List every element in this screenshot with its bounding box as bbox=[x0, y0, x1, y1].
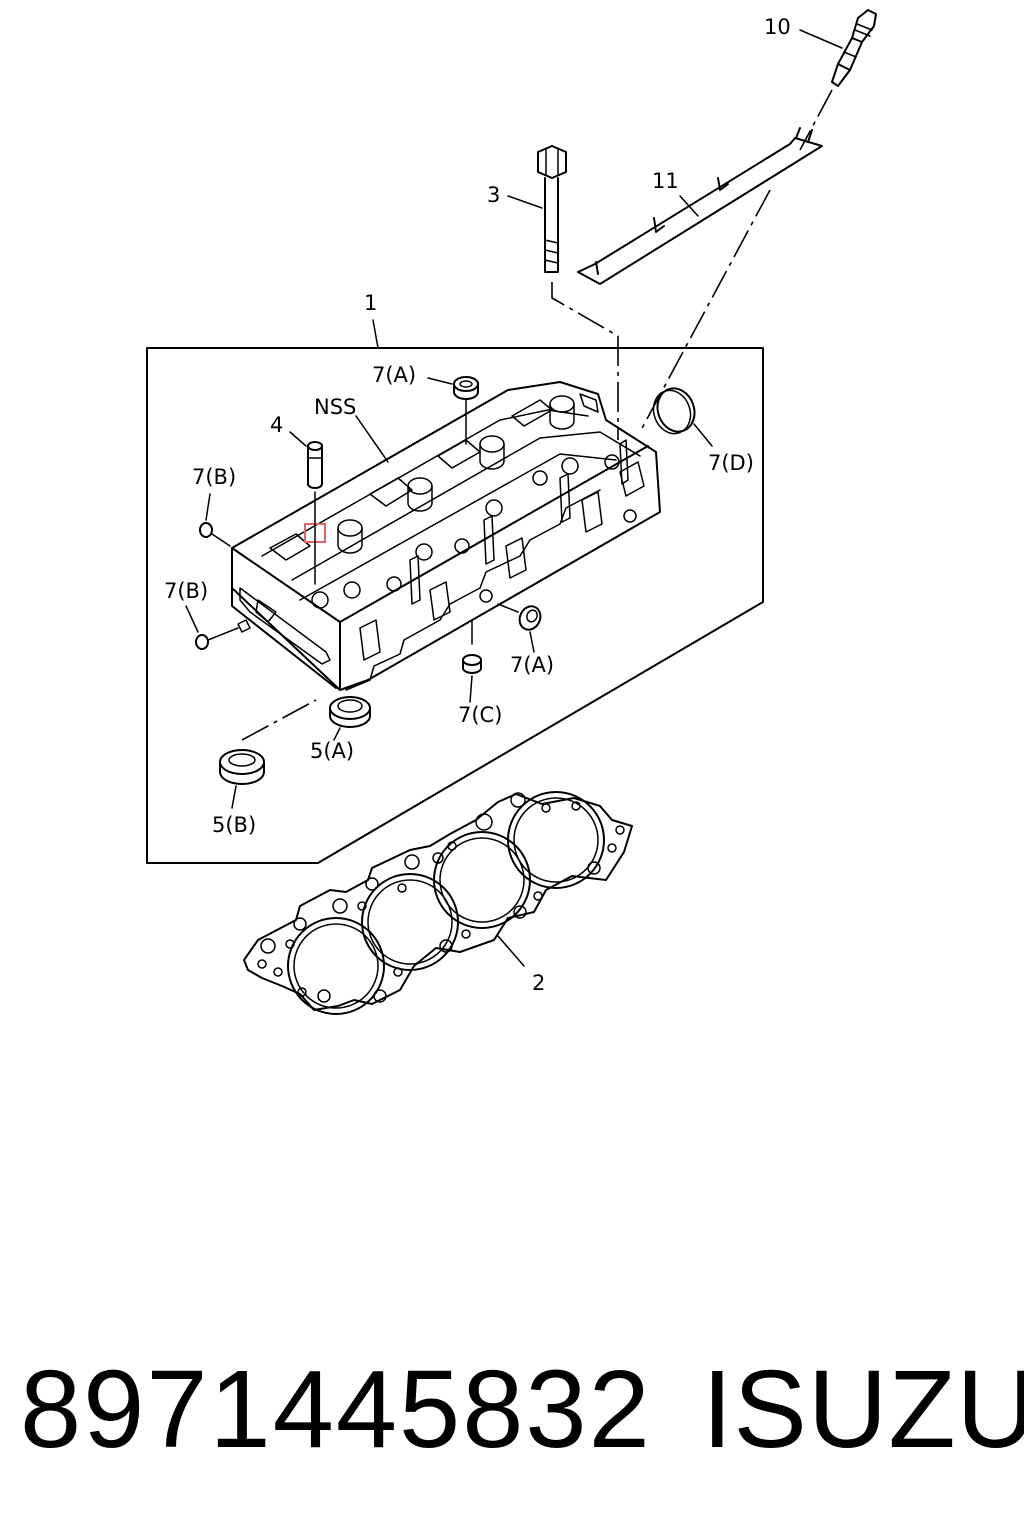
cylinder-head bbox=[231, 381, 661, 691]
callout-7c: 7(C) bbox=[458, 703, 502, 727]
callout-7b-upper: 7(B) bbox=[192, 465, 236, 489]
callout-11: 11 bbox=[652, 169, 679, 193]
leader-7b-upper bbox=[205, 493, 211, 521]
sealing-cap-7a-top bbox=[453, 376, 479, 400]
expansion-plug-7d bbox=[652, 387, 696, 435]
callout-7b-lower: 7(B) bbox=[164, 579, 208, 603]
connector-bar bbox=[577, 127, 823, 285]
callout-7a-top: 7(A) bbox=[372, 363, 416, 387]
seal-ring-5a bbox=[329, 696, 371, 728]
centerline-7b-upper bbox=[211, 533, 231, 547]
callout-nss: NSS bbox=[314, 395, 356, 419]
leader-7a-lower bbox=[529, 631, 535, 653]
leader-1 bbox=[372, 319, 379, 349]
cylinder-head-exploded-diagram: 10 11 3 1 7(A) NSS 4 7(D) 7(B) 7(B) 7(A)… bbox=[146, 9, 877, 1015]
leader-3 bbox=[507, 195, 543, 209]
callout-2: 2 bbox=[532, 971, 545, 995]
callout-7d: 7(D) bbox=[708, 451, 754, 475]
plug-7b-upper bbox=[199, 522, 213, 538]
seal-ring-5b bbox=[219, 749, 265, 785]
valve-guide bbox=[307, 441, 323, 489]
assembly-frame bbox=[146, 347, 764, 864]
callout-4: 4 bbox=[270, 413, 283, 437]
plug-7b-lower bbox=[195, 634, 209, 650]
sealing-cap-7a-lower bbox=[518, 605, 542, 631]
centerline-5b bbox=[241, 699, 317, 741]
leader-5a bbox=[333, 727, 341, 741]
leader-7c bbox=[469, 675, 473, 703]
footer: 8971445832 ISUZU bbox=[0, 1340, 1024, 1480]
callout-1: 1 bbox=[364, 291, 377, 315]
leader-7d bbox=[693, 423, 713, 447]
leader-4 bbox=[289, 431, 307, 447]
callout-7a-lower: 7(A) bbox=[510, 653, 554, 677]
leader-2 bbox=[497, 935, 525, 967]
callout-10: 10 bbox=[764, 15, 791, 39]
centerline-7b-lower bbox=[207, 627, 239, 641]
leader-nss bbox=[355, 415, 389, 463]
head-bolt bbox=[537, 145, 567, 273]
leader-10 bbox=[799, 29, 843, 49]
callout-5a: 5(A) bbox=[310, 739, 354, 763]
brand-name: ISUZU bbox=[702, 1348, 1024, 1471]
callout-5b: 5(B) bbox=[212, 813, 256, 837]
part-number: 8971445832 bbox=[20, 1348, 652, 1471]
head-gasket bbox=[243, 791, 633, 1015]
plug-7c bbox=[462, 654, 482, 674]
leader-5b bbox=[231, 785, 237, 809]
leader-11 bbox=[679, 195, 699, 217]
glow-plug bbox=[831, 9, 877, 87]
centerline-glow-plug bbox=[639, 89, 833, 433]
centerline-head-bolt bbox=[551, 282, 619, 440]
leader-7a-top bbox=[427, 377, 453, 385]
callout-3: 3 bbox=[487, 183, 500, 207]
centerline-7a-lower bbox=[497, 603, 519, 613]
leader-7b-lower bbox=[185, 605, 199, 633]
